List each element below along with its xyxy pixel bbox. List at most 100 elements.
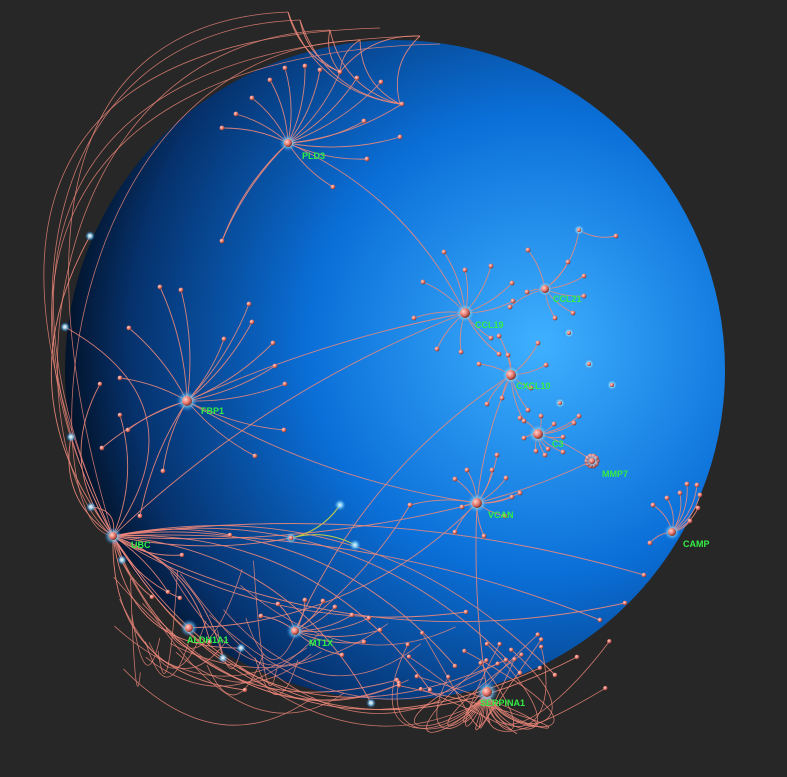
- leaf-node: [288, 535, 294, 541]
- serpina1-loop: [485, 687, 606, 732]
- hub-label-serpina1[interactable]: SERPINA1: [480, 698, 525, 708]
- leaf-node: [378, 79, 384, 85]
- leaf-node: [613, 233, 619, 239]
- leaf-node: [221, 336, 227, 342]
- leaf-node: [242, 687, 248, 693]
- hub-label-mt1x[interactable]: MT1X: [309, 638, 333, 648]
- network-edge: [221, 142, 289, 242]
- leaf-node: [697, 492, 703, 498]
- leaf-node: [317, 67, 323, 73]
- node-halo: [236, 643, 246, 653]
- leaf-node: [462, 648, 467, 654]
- hub-node-pld3: [284, 139, 292, 147]
- leaf-node: [452, 663, 458, 669]
- network-edge: [299, 19, 341, 73]
- leaf-node: [507, 304, 513, 310]
- hub-node-camp: [668, 528, 676, 536]
- hub-label-pld3[interactable]: PLD3: [302, 151, 325, 161]
- rim-edge: [130, 578, 141, 687]
- network-edge: [476, 460, 593, 504]
- node-halo: [334, 499, 346, 511]
- leaf-node: [125, 427, 131, 433]
- leaf-node: [117, 375, 123, 381]
- leaf-node: [411, 315, 417, 321]
- network-edge: [112, 535, 431, 691]
- network-edge: [159, 286, 188, 402]
- leaf-node: [270, 340, 276, 346]
- leaf-node: [581, 293, 587, 299]
- hub-label-ccl19[interactable]: CCL19: [475, 320, 504, 330]
- network-edge: [287, 142, 466, 314]
- leaf-node: [503, 475, 509, 481]
- serpina1-loop: [486, 646, 547, 727]
- hub-node-ubc: [109, 532, 117, 540]
- rim-edge: [209, 614, 485, 700]
- leaf-node: [567, 331, 571, 335]
- leaf-node: [528, 385, 534, 391]
- leaf-node: [533, 448, 539, 454]
- rim-edge: [113, 576, 409, 701]
- hub-label-cxcl10[interactable]: CXCL10: [516, 381, 551, 391]
- leaf-node: [476, 361, 482, 367]
- hub-label-vcan[interactable]: VCAN: [488, 510, 514, 520]
- hub-label-camp[interactable]: CAMP: [683, 539, 710, 549]
- network-edge: [294, 504, 411, 632]
- leaf-node: [519, 652, 524, 657]
- leaf-node: [207, 639, 213, 645]
- leaf-node: [488, 335, 494, 341]
- rim-edge: [217, 630, 243, 669]
- rim-edge: [165, 568, 243, 649]
- leaf-node: [377, 627, 383, 633]
- serpina1-loop: [391, 644, 488, 729]
- leaf-node: [610, 383, 614, 387]
- leaf-node: [452, 476, 458, 482]
- leaf-node: [521, 418, 527, 424]
- leaf-node: [512, 657, 517, 662]
- leaf-node: [521, 435, 527, 441]
- hub-label-fbp1[interactable]: FBP1: [201, 406, 224, 416]
- hub-label-c3[interactable]: C3: [552, 439, 564, 449]
- rim-edge: [254, 657, 299, 695]
- network-edge: [294, 374, 512, 632]
- leaf-node: [539, 637, 544, 642]
- leaf-node: [117, 412, 123, 418]
- leaf-node: [484, 401, 490, 407]
- leaf-node: [339, 652, 345, 658]
- hub-label-mmp7[interactable]: MMP7: [602, 469, 628, 479]
- leaf-node: [496, 351, 502, 357]
- leaf-node: [481, 533, 487, 539]
- outer-arc: [68, 11, 289, 537]
- leaf-node: [597, 617, 603, 623]
- leaf-node: [489, 467, 495, 473]
- hub-node-cxcl10: [506, 370, 516, 380]
- hub-node-serpina1: [482, 687, 492, 697]
- node-halo: [218, 653, 228, 663]
- leaf-node: [459, 504, 465, 510]
- leaf-node: [137, 513, 143, 519]
- leaf-node: [478, 660, 483, 666]
- leaf-node: [650, 502, 656, 508]
- leaf-node: [330, 184, 336, 190]
- hub-node-ccl19: [460, 308, 470, 318]
- leaf-node: [458, 349, 464, 355]
- leaf-node: [361, 118, 367, 124]
- network-edge: [339, 35, 421, 73]
- rim-edge: [157, 569, 178, 674]
- leaf-node: [687, 518, 693, 524]
- leaf-node: [219, 125, 225, 131]
- rim-edge: [145, 636, 191, 678]
- node-halo: [86, 502, 96, 512]
- hub-label-aldh1a1[interactable]: ALDH1A1: [187, 635, 229, 645]
- network-edge: [112, 534, 601, 621]
- leaf-node: [495, 661, 500, 666]
- leaf-node: [281, 427, 287, 433]
- leaf-node: [603, 685, 608, 691]
- leaf-node: [552, 315, 558, 321]
- hub-label-ubc[interactable]: UBC: [131, 540, 151, 550]
- leaf-node: [446, 674, 451, 680]
- serpina1-loop: [486, 643, 538, 730]
- hub-label-ccl21[interactable]: CCL21: [553, 294, 582, 304]
- outer-arc: [43, 27, 381, 537]
